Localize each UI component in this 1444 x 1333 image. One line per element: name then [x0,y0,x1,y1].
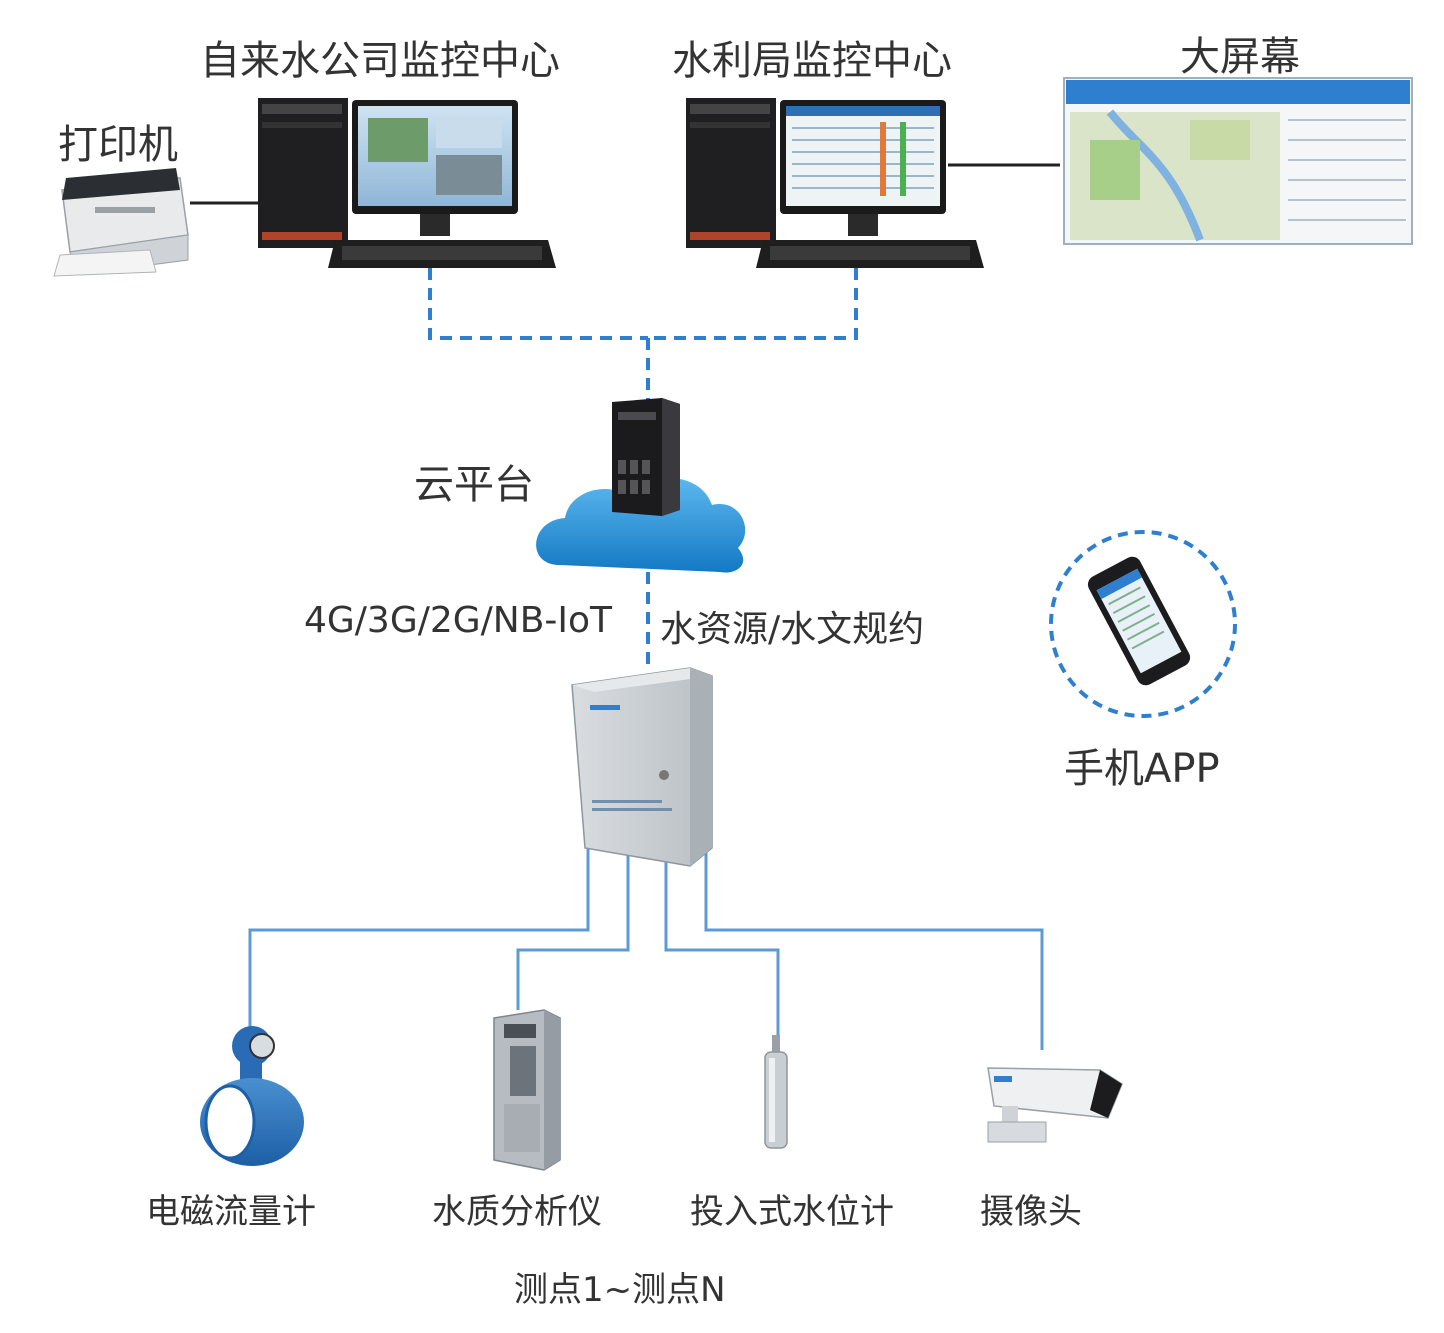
flow-meter-icon [200,1026,304,1166]
level-gauge-label: 投入式水位计 [690,1192,894,1232]
water-quality-analyzer-icon [493,1009,561,1171]
camera-label: 摄像头 [980,1192,1082,1232]
big-screen-label: 大屏幕 [1180,34,1300,80]
solid-links [190,163,1060,205]
rtu-cabinet-icon [571,667,713,867]
printer-icon [53,168,189,277]
water-company-center-label: 自来水公司监控中心 [200,38,560,84]
server-icon [612,398,680,516]
link-water-quality [516,848,630,1010]
water-quality-analyzer-label: 水质分析仪 [432,1192,602,1232]
level-gauge-icon [764,1035,788,1149]
water-bureau-computer-icon [686,98,984,268]
water-company-computer-icon [258,98,556,268]
mobile-phone-icon [1087,556,1191,686]
link-flow-meter [248,848,590,1040]
network-protocols-label: 4G/3G/2G/NB-IoT [304,600,613,641]
dashed-network-links [428,268,1237,718]
water-protocol-label: 水资源/水文规约 [660,609,925,650]
mobile-app-label: 手机APP [1064,746,1220,792]
field-links [248,848,1044,1050]
measure-points-label: 测点1~测点N [514,1270,726,1310]
big-screen-icon [1063,77,1413,245]
mobile-app-ring [1049,530,1237,718]
cloud-platform-icon [536,478,746,573]
link-level-gauge [664,848,780,1035]
water-bureau-center-label: 水利局监控中心 [672,38,952,84]
cloud-platform-label: 云平台 [414,462,534,508]
camera-icon [987,1067,1123,1143]
flow-meter-label: 电磁流量计 [146,1192,316,1232]
link-water-company [428,268,648,340]
printer-label: 打印机 [58,122,178,168]
link-camera [704,848,1044,1050]
link-water-bureau [648,268,858,340]
